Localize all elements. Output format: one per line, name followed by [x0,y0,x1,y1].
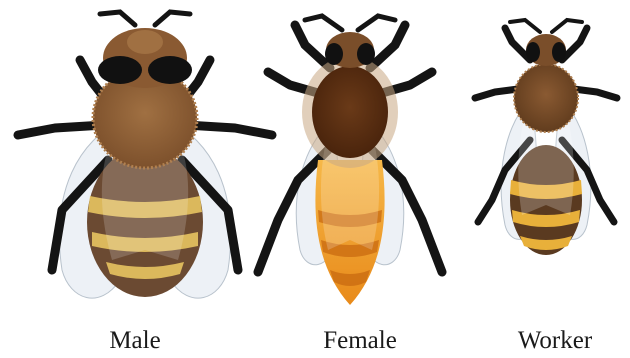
worker-eye-right [552,42,566,62]
female-thorax [312,66,388,158]
bee-illustrations [0,0,630,320]
male-eye-left [98,56,142,84]
male-antennae [100,12,190,25]
worker-eye-left [526,42,540,62]
male-bee-illustration [18,12,272,298]
male-caption: Male [55,326,215,356]
worker-thorax [514,64,578,132]
female-caption: Female [280,326,440,356]
worker-bee-illustration [475,20,617,255]
female-antennae [305,16,395,30]
worker-caption: Worker [475,326,630,356]
female-bee-illustration [258,16,442,305]
male-eye-right [148,56,192,84]
worker-antennae [510,20,582,32]
female-eye-left [325,43,343,65]
female-eye-right [357,43,375,65]
